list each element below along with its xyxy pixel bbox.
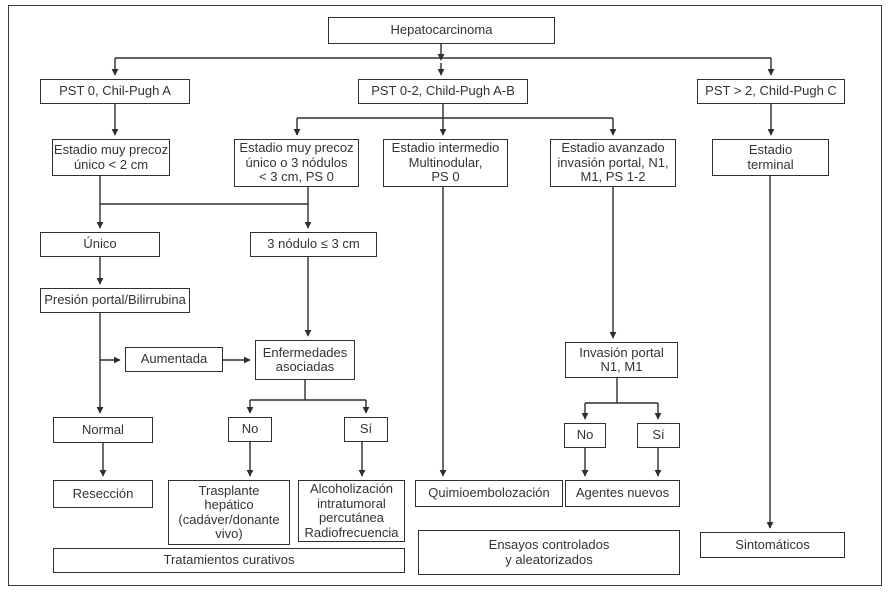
node-estadio-avanzado: Estadio avanzado invasión portal, N1, M1… (550, 139, 676, 187)
figure-border (8, 5, 882, 586)
node-estadio-terminal: Estadio terminal (712, 139, 829, 176)
node-unico: Único (40, 232, 160, 257)
node-tratamientos-curativos: Tratamientos curativos (53, 548, 405, 573)
node-estadio-muy-precoz-nodulos: Estadio muy precoz único o 3 nódulos < 3… (234, 139, 359, 187)
node-aumentada: Aumentada (125, 347, 223, 372)
node-pst0-child-pugh-a: PST 0, Chil-Pugh A (40, 79, 190, 104)
node-alcoholizacion: Alcoholización intratumoral percutánea R… (298, 480, 405, 542)
node-estadio-muy-precoz-unico: Estadio muy precoz único < 2 cm (52, 139, 170, 176)
node-reseccion: Resección (53, 480, 153, 508)
node-no-right: No (564, 423, 606, 448)
node-estadio-intermedio: Estadio intermedio Multinodular, PS 0 (383, 139, 508, 187)
node-hepatocarcinoma: Hepatocarcinoma (328, 17, 555, 44)
node-quimioembolizacion: Quimioembolozación (415, 480, 563, 507)
node-trasplante-hepatico: Trasplante hepático (cadáver/donante viv… (168, 480, 290, 545)
node-pst02-child-pugh-ab: PST 0-2, Child-Pugh A-B (358, 79, 528, 104)
node-no-left: No (228, 417, 272, 442)
node-presion-portal-bilirrubina: Presión portal/Bilirrubina (40, 288, 190, 313)
node-si-right: Sí (637, 423, 680, 448)
node-ensayos-controlados: Ensayos controlados y aleatorizados (418, 530, 680, 575)
node-3-nodulos: 3 nódulo ≤ 3 cm (250, 232, 377, 257)
node-pst2-child-pugh-c: PST > 2, Child-Pugh C (697, 79, 845, 104)
node-sintomaticos: Sintomáticos (700, 532, 845, 558)
node-normal: Normal (53, 417, 153, 443)
node-agentes-nuevos: Agentes nuevos (565, 480, 680, 507)
node-invasion-portal: Invasión portal N1, M1 (565, 342, 678, 378)
node-enfermedades-asociadas: Enfermedades asociadas (255, 340, 355, 380)
node-si-left: Sí (344, 417, 388, 442)
